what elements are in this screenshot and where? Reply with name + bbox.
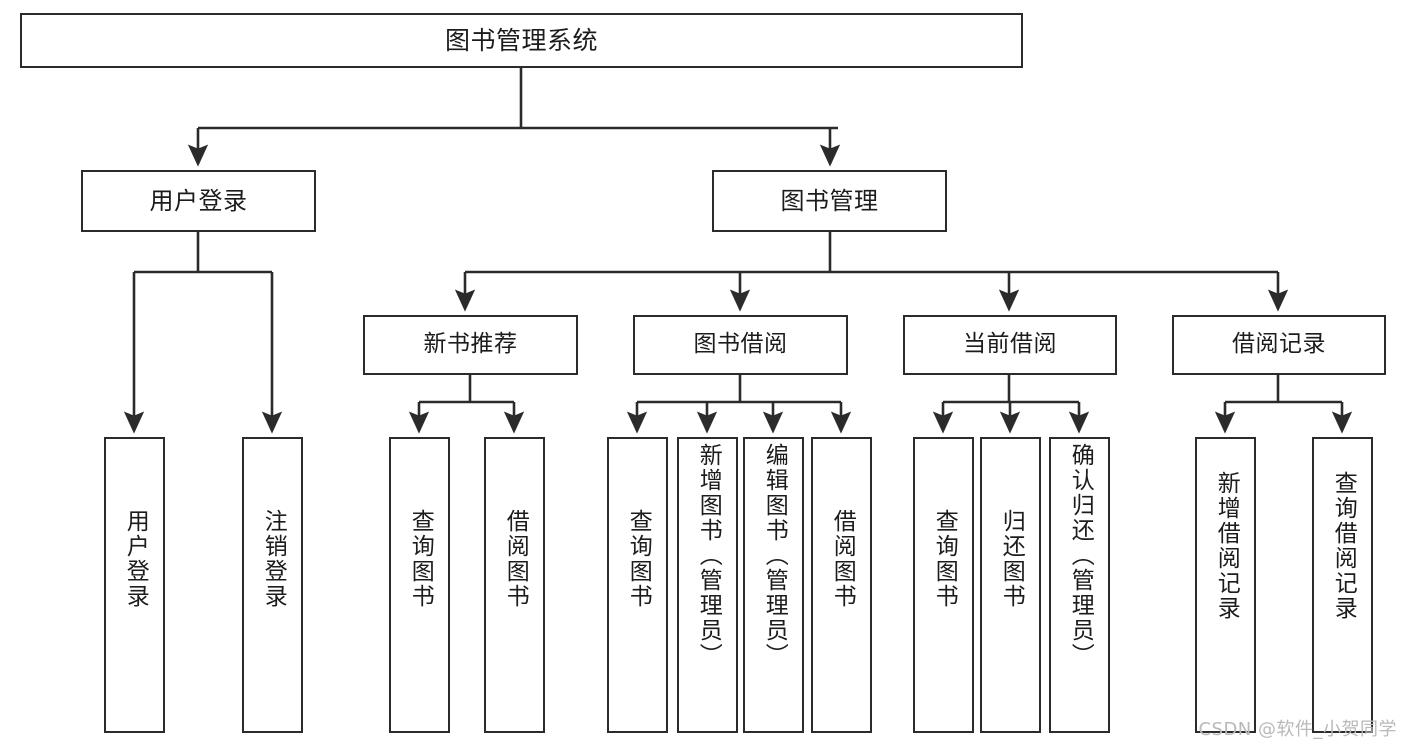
node-current-borrow[interactable]: 当前借阅 — [903, 315, 1117, 375]
node-label: 新增借阅记录 — [1213, 471, 1240, 621]
node-user-login[interactable]: 用户登录 — [81, 170, 316, 232]
node-label: 当前借阅 — [963, 331, 1057, 358]
node-leaf-borrow-book-2[interactable]: 借阅图书 — [811, 437, 872, 733]
node-borrow-record[interactable]: 借阅记录 — [1172, 315, 1386, 375]
watermark-text: CSDN @软件_小贺同学 — [1198, 719, 1397, 740]
node-book-management[interactable]: 图书管理 — [712, 170, 947, 232]
node-label: 新增图书（管理员） — [695, 443, 722, 668]
node-label: 查询图书 — [407, 509, 434, 609]
node-label: 图书管理系统 — [444, 25, 598, 55]
node-label: 图书管理 — [780, 186, 879, 215]
node-leaf-edit-book[interactable]: 编辑图书（管理员） — [743, 437, 804, 733]
node-label: 新书推荐 — [423, 331, 518, 358]
node-label: 借阅图书 — [502, 509, 529, 609]
node-leaf-query-book-2[interactable]: 查询图书 — [607, 437, 668, 733]
node-label: 借阅记录 — [1232, 331, 1326, 358]
node-label: 归还图书 — [998, 509, 1025, 609]
node-leaf-confirm-return[interactable]: 确认归还（管理员） — [1049, 437, 1110, 733]
node-leaf-query-book-3[interactable]: 查询图书 — [913, 437, 974, 733]
node-leaf-return-book[interactable]: 归还图书 — [980, 437, 1041, 733]
node-book-management-system[interactable]: 图书管理系统 — [20, 13, 1023, 68]
node-label: 查询图书 — [931, 509, 958, 609]
node-label: 用户登录 — [122, 509, 149, 609]
node-leaf-query-book-1[interactable]: 查询图书 — [389, 437, 450, 733]
node-leaf-user-login[interactable]: 用户登录 — [104, 437, 165, 733]
node-label: 注销登录 — [260, 509, 287, 609]
node-label: 查询图书 — [625, 509, 652, 609]
node-label: 编辑图书（管理员） — [761, 443, 788, 668]
node-label: 借阅图书 — [829, 509, 856, 609]
node-leaf-add-record[interactable]: 新增借阅记录 — [1195, 437, 1256, 733]
node-leaf-borrow-book-1[interactable]: 借阅图书 — [484, 437, 545, 733]
node-leaf-add-book[interactable]: 新增图书（管理员） — [677, 437, 738, 733]
node-label: 确认归还（管理员） — [1067, 443, 1094, 668]
node-leaf-logout-login[interactable]: 注销登录 — [242, 437, 303, 733]
node-label: 用户登录 — [149, 186, 248, 215]
node-label: 图书借阅 — [693, 331, 788, 358]
node-label: 查询借阅记录 — [1330, 471, 1357, 621]
node-new-book-recommend[interactable]: 新书推荐 — [363, 315, 578, 375]
node-book-borrow[interactable]: 图书借阅 — [633, 315, 848, 375]
node-leaf-query-record[interactable]: 查询借阅记录 — [1312, 437, 1373, 733]
